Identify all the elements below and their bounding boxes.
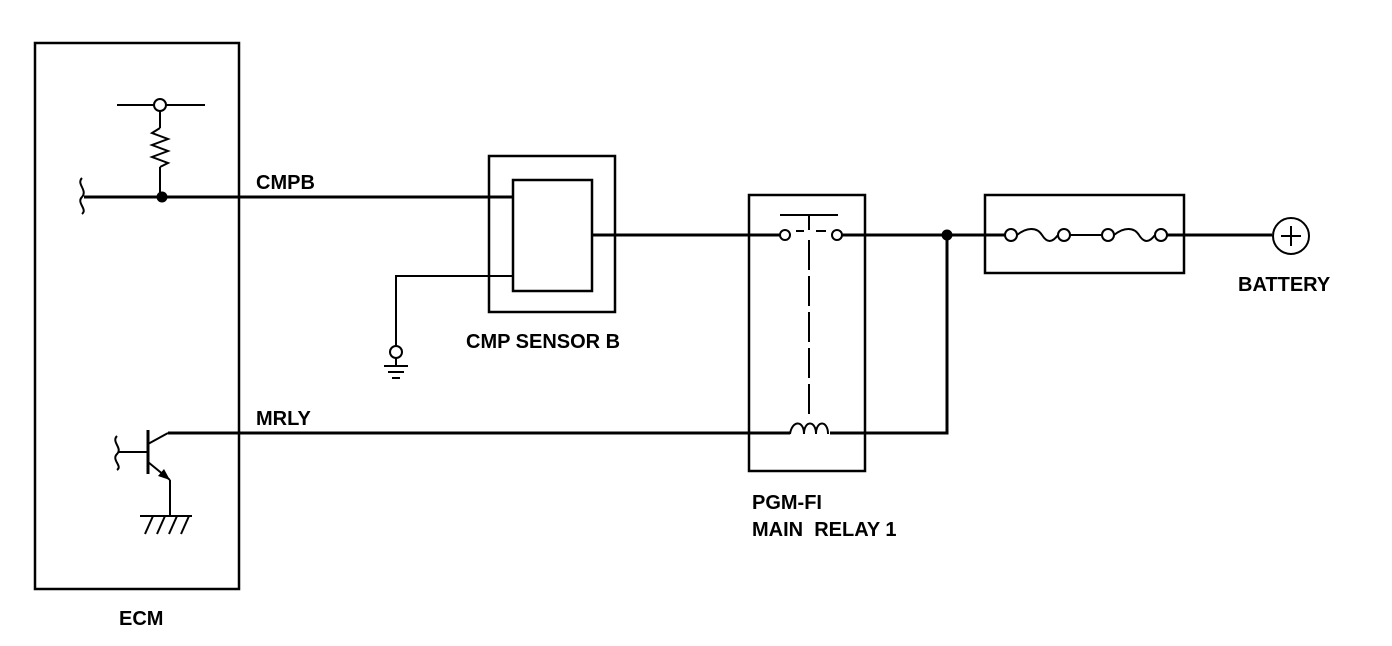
wire-junction-to-coil — [830, 235, 949, 435]
fuse-icon — [1004, 228, 1168, 242]
battery-label: BATTERY — [1238, 274, 1331, 296]
main-relay-label-line2: MAIN RELAY 1 — [752, 519, 896, 541]
sensor-ground-wire — [389, 275, 513, 359]
wire-label-cmpb: CMPB — [256, 172, 315, 194]
sensor-ground-icon — [384, 358, 408, 379]
ecm-label: ECM — [119, 608, 163, 630]
battery-positive-icon — [1272, 217, 1310, 255]
ecm-box — [33, 41, 241, 591]
ecm-transistor — [114, 430, 171, 516]
main-relay-box — [747, 193, 867, 473]
ecm-input-line — [79, 177, 239, 215]
main-relay-label-line1: PGM-FI — [752, 492, 822, 514]
relay-switch-contacts — [779, 214, 843, 420]
relay-coil-icon — [789, 422, 829, 435]
wire-label-mrly: MRLY — [256, 408, 311, 430]
cmp-sensor-label: CMP SENSOR B — [466, 331, 620, 353]
ecm-ground-icon — [140, 515, 192, 535]
ecm-pullup-resistor — [117, 98, 205, 197]
